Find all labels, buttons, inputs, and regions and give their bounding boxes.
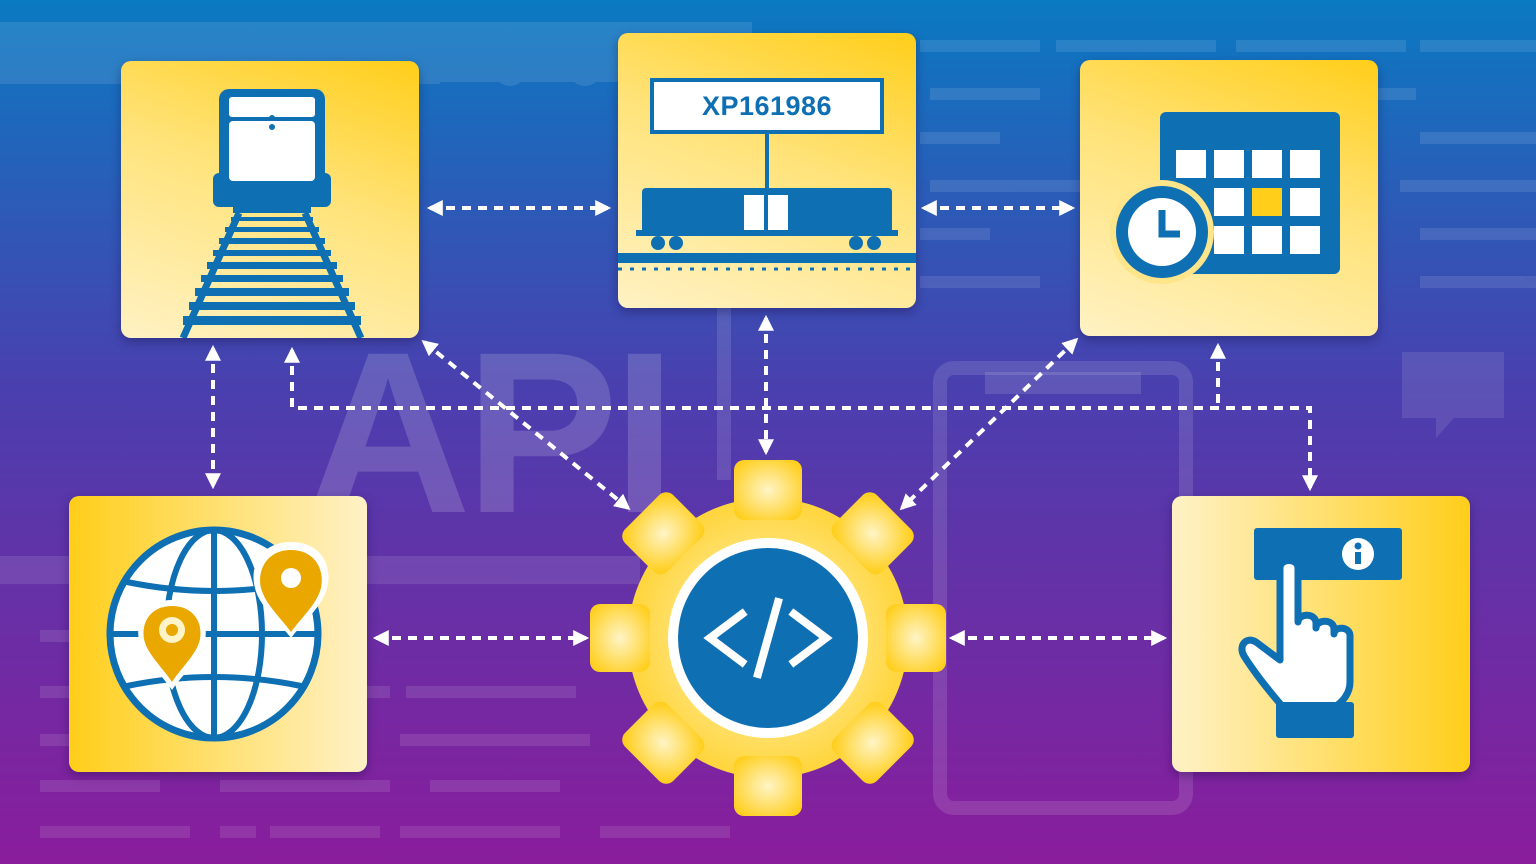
railcar-id-label: XP161986 [701,91,833,121]
information-card [1172,496,1470,772]
locomotive-icon [179,89,365,338]
arrow-locomotive-information [284,346,1318,492]
calendar-clock-icon [1110,112,1340,284]
code-gear-icon [590,460,946,816]
geolocation-card [69,496,367,772]
hand-info-icon [1238,528,1402,738]
railcar-card [618,33,916,308]
locomotive-card [121,61,419,338]
railcar-icon [618,78,916,271]
globe-pin-icon [106,526,329,742]
schedule-card [1080,60,1378,336]
